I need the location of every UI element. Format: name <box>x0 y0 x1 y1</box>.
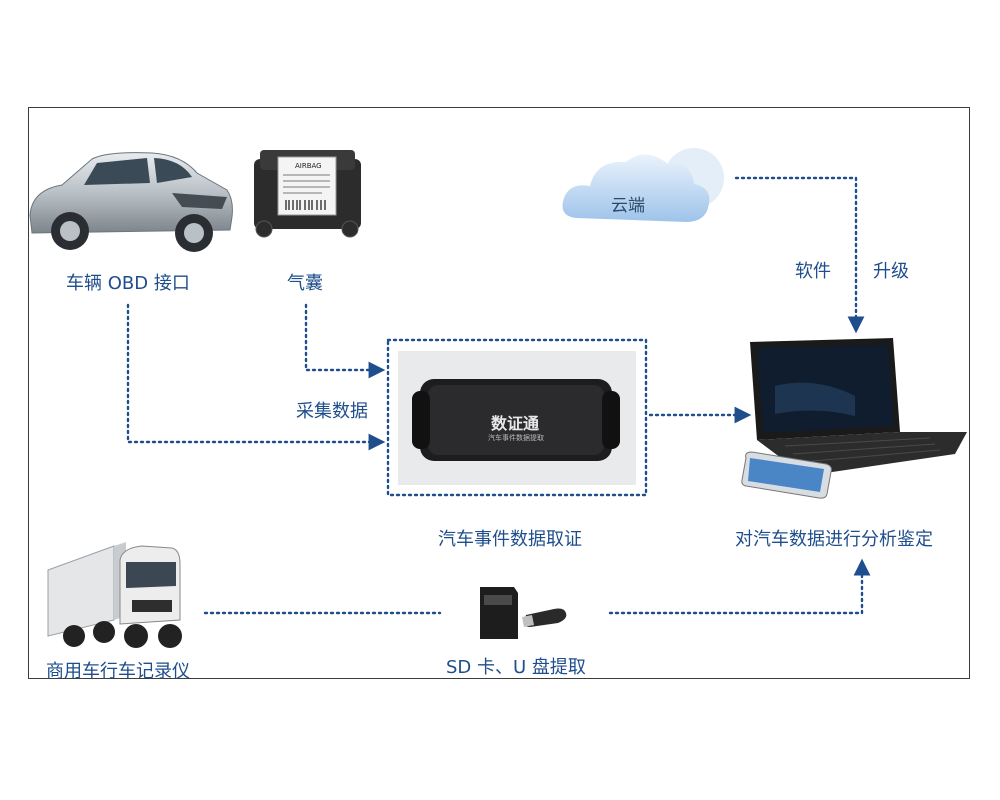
connector-airbag-to-device <box>304 303 386 379</box>
forensics-device-icon <box>412 379 620 461</box>
diagram-frame <box>28 107 970 679</box>
device-brand-text: 数证通 <box>491 414 540 433</box>
cloud-label: 云端 <box>611 196 645 216</box>
connector-cloud-to-laptop <box>734 176 865 334</box>
truck-icon <box>47 542 182 648</box>
collect-data-label: 采集数据 <box>296 401 368 422</box>
laptop-icon <box>750 338 967 476</box>
sd-card-usb-icon <box>480 587 567 639</box>
software-label: 软件 <box>795 261 831 282</box>
device-subtitle-text: 汽车事件数据提取 <box>488 434 544 442</box>
cloud-icon <box>562 148 724 222</box>
forensics-device-box <box>386 338 648 497</box>
forensics-label: 汽车事件数据取证 <box>438 529 582 550</box>
truck-recorder-label: 商用车行车记录仪 <box>46 661 190 682</box>
analysis-label: 对汽车数据进行分析鉴定 <box>735 529 933 550</box>
airbag-module-icon: AIRBAG <box>254 150 361 238</box>
airbag-label: 气囊 <box>287 273 323 294</box>
forensics-device-photo: 数证通 汽车事件数据提取 <box>398 351 636 485</box>
car-obd-label: 车辆 OBD 接口 <box>66 273 190 294</box>
connector-obd-to-device <box>126 303 386 451</box>
sd-usb-label: SD 卡、U 盘提取 <box>446 657 586 678</box>
airbag-module-text: AIRBAG <box>295 162 322 170</box>
upgrade-label: 升级 <box>873 261 909 282</box>
connector-sd-to-analysis <box>608 558 871 615</box>
suv-car-icon <box>29 152 233 252</box>
phone-icon <box>741 451 832 499</box>
